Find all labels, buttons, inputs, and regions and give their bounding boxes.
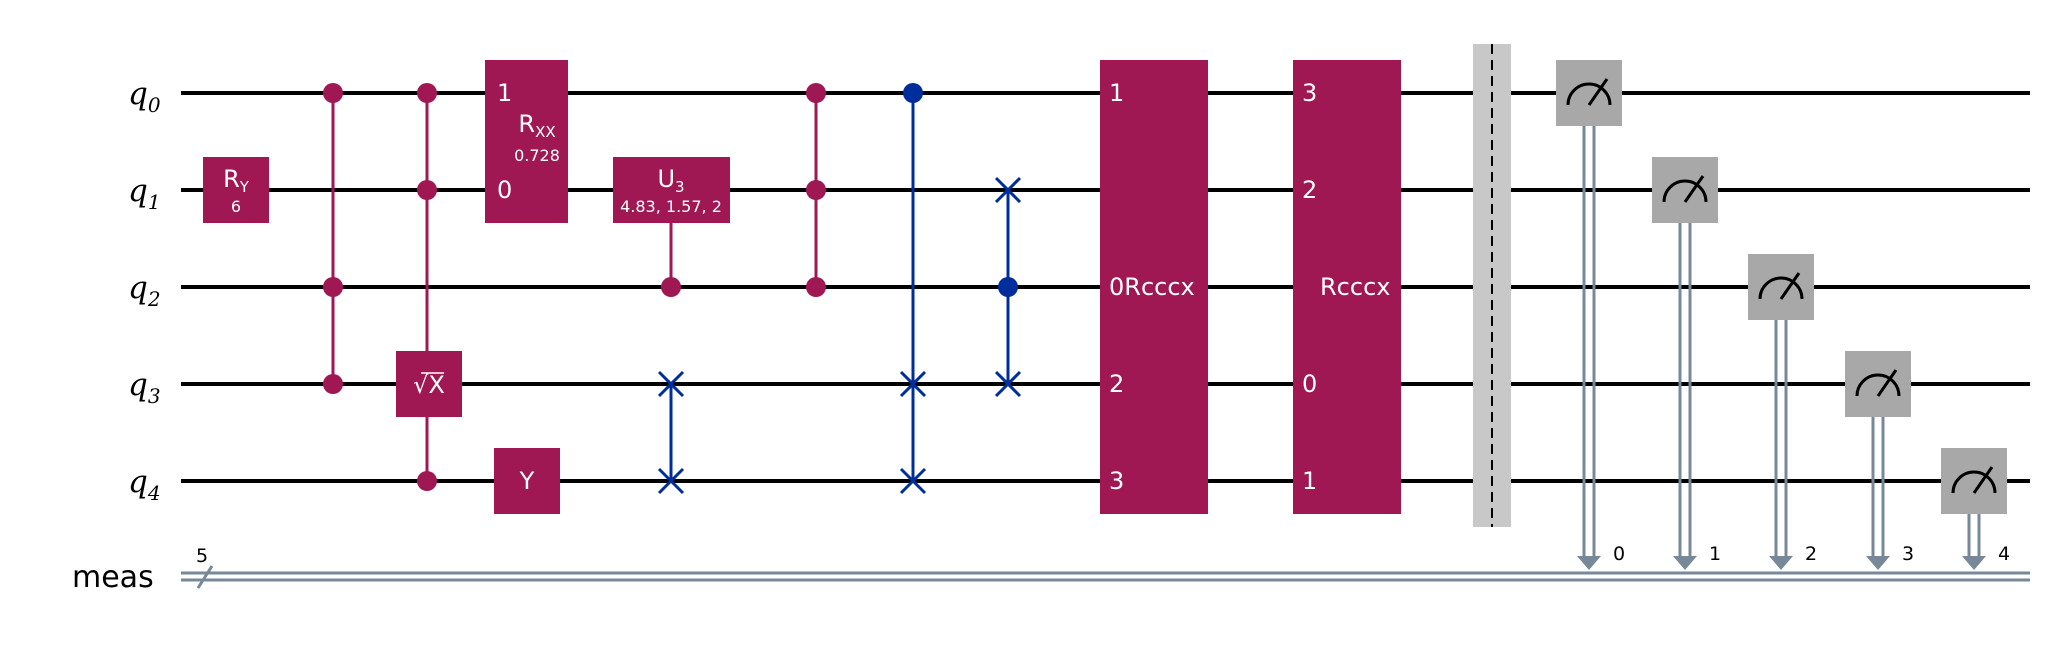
control-dot [417, 83, 437, 103]
control-dot [417, 180, 437, 200]
control-dot [323, 374, 343, 394]
control-dot [806, 180, 826, 200]
control-dot [806, 83, 826, 103]
measure-q3: 3 [1845, 351, 1914, 570]
svg-text:0: 0 [1302, 370, 1317, 398]
controlled-u3-gate: U3 4.83, 1.57, 2 [613, 157, 730, 297]
measure-q2: 2 [1748, 254, 1817, 570]
svg-text:1: 1 [497, 79, 512, 107]
barrier [1473, 44, 1511, 527]
controlled-z-multi-1 [323, 83, 343, 394]
svg-text:1: 1 [1109, 79, 1124, 107]
controlled-swap-gate-2 [994, 176, 1022, 398]
svg-text:0.728: 0.728 [514, 146, 560, 165]
rxx-gate: 1 0 RXX 0.728 [485, 60, 568, 223]
svg-text:√X: √X [413, 371, 445, 399]
label-q3: q3 [128, 367, 161, 408]
control-dot [661, 277, 681, 297]
controlled-swap-gate-1 [899, 83, 927, 495]
rcccx-gate-1: 1 0Rcccx 2 3 [1100, 60, 1208, 514]
svg-text:4.83, 1.57, 2: 4.83, 1.57, 2 [620, 197, 722, 216]
svg-text:6: 6 [231, 197, 241, 216]
svg-text:0Rcccx: 0Rcccx [1109, 273, 1195, 301]
control-dot [998, 277, 1018, 297]
y-gate: Y [494, 448, 560, 514]
svg-text:2: 2 [1302, 176, 1317, 204]
control-dot [323, 277, 343, 297]
controlled-z-multi-2 [806, 83, 826, 297]
classical-wire: 5 [181, 545, 2030, 589]
svg-text:0: 0 [1613, 543, 1625, 565]
label-q0: q0 [128, 76, 161, 117]
svg-text:3: 3 [1902, 543, 1914, 565]
ry-gate: RY 6 [203, 157, 269, 223]
svg-text:3: 3 [1302, 79, 1317, 107]
control-dot [323, 83, 343, 103]
controlled-sqrtx-gate: √X [396, 83, 462, 491]
svg-text:2: 2 [1805, 543, 1817, 565]
rcccx-gate-2: 3 2 Rcccx 0 1 [1293, 60, 1401, 514]
svg-text:U3: U3 [657, 165, 684, 196]
classical-width-label: 5 [196, 545, 208, 567]
bus-slash [196, 565, 214, 589]
svg-text:RY: RY [223, 165, 250, 196]
label-meas: meas [72, 560, 154, 595]
svg-text:RXX: RXX [518, 110, 555, 141]
label-q1: q1 [128, 173, 161, 214]
measure-q0: 0 [1556, 60, 1625, 570]
svg-text:0: 0 [497, 176, 512, 204]
svg-text:1: 1 [1302, 467, 1317, 495]
measure-q4: 4 [1941, 448, 2010, 570]
svg-text:Rcccx: Rcccx [1320, 273, 1390, 301]
qubit-labels: q0 q1 q2 q3 q4 meas [72, 76, 161, 595]
measure-q1: 1 [1652, 157, 1721, 570]
label-q2: q2 [128, 270, 161, 311]
svg-text:3: 3 [1109, 467, 1124, 495]
svg-text:Y: Y [519, 467, 535, 495]
swap-gate-1 [657, 370, 685, 495]
svg-text:1: 1 [1709, 543, 1721, 565]
svg-text:4: 4 [1998, 543, 2010, 565]
label-q4: q4 [128, 464, 161, 505]
control-dot [417, 471, 437, 491]
svg-text:2: 2 [1109, 370, 1124, 398]
control-dot [806, 277, 826, 297]
control-dot [903, 83, 923, 103]
